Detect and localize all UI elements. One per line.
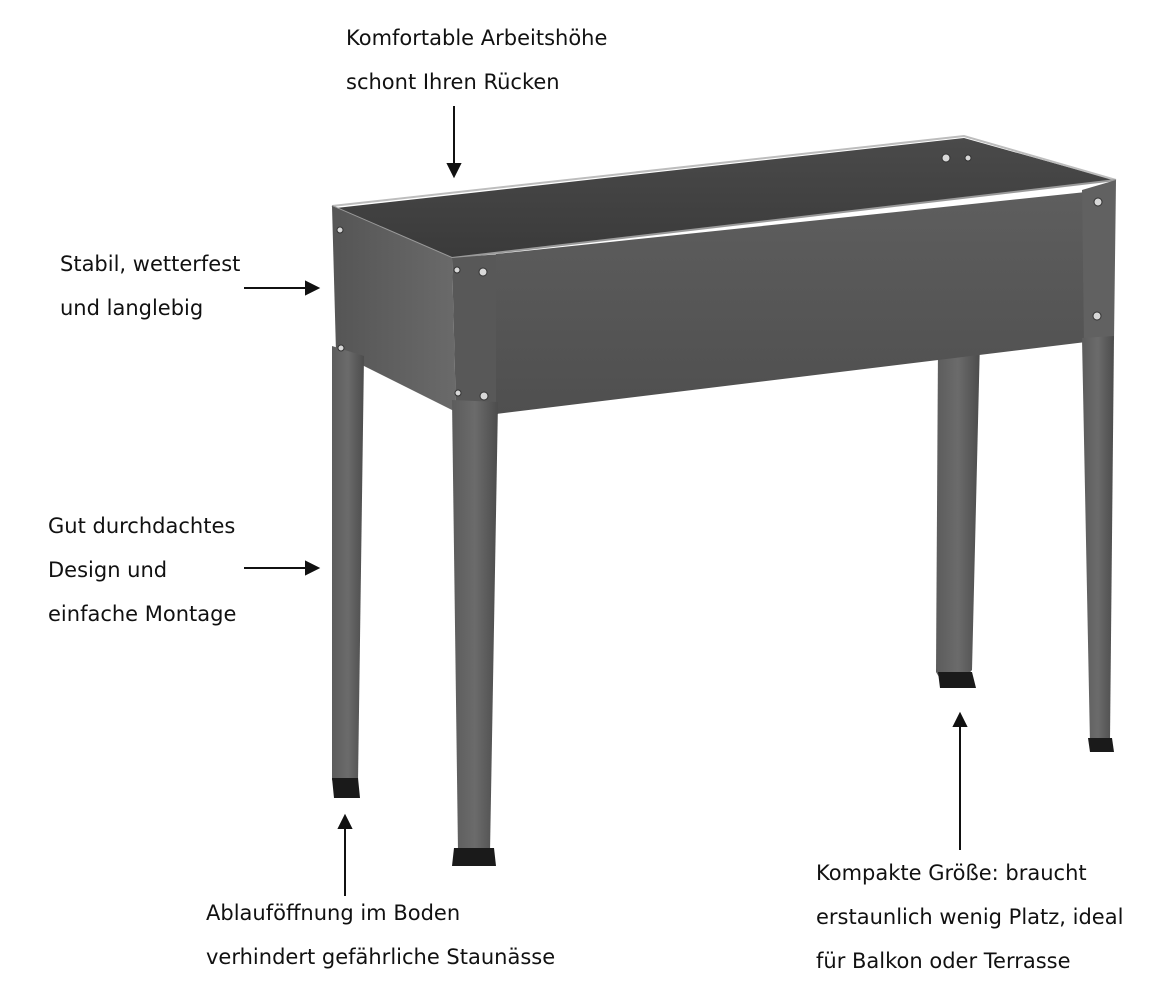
callout-ergonomic-height-line2: schont Ihren Rücken bbox=[346, 70, 560, 94]
callout-arrows bbox=[244, 106, 968, 896]
callout-compact-size-line2: erstaunlich wenig Platz, ideal bbox=[816, 905, 1124, 929]
callout-stable-durable-line1: Stabil, wetterfest bbox=[60, 252, 241, 276]
planter-front-panel bbox=[496, 192, 1086, 414]
callout-compact-size-line1: Kompakte Größe: braucht bbox=[816, 861, 1087, 885]
planter-inner-back-wall bbox=[336, 138, 1114, 258]
callout-design-assembly: Gut durchdachtes Design und einfache Mon… bbox=[48, 504, 236, 636]
callout-compact-size: Kompakte Größe: braucht erstaunlich weni… bbox=[816, 851, 1123, 983]
callout-ergonomic-height: Komfortable Arbeitshöhe schont Ihren Rüc… bbox=[346, 16, 607, 104]
planter-front-corner-post bbox=[452, 254, 500, 414]
planter-right-end-post bbox=[1082, 180, 1116, 344]
front-right-leg bbox=[1082, 336, 1114, 752]
callout-design-assembly-line1: Gut durchdachtes bbox=[48, 514, 236, 538]
back-right-leg bbox=[936, 340, 980, 688]
callout-compact-size-line3: für Balkon oder Terrasse bbox=[816, 949, 1071, 973]
callout-drainage: Ablauföffnung im Boden verhindert gefähr… bbox=[206, 891, 555, 979]
callout-stable-durable-line2: und langlebig bbox=[60, 296, 204, 320]
callout-design-assembly-line3: einfache Montage bbox=[48, 602, 237, 626]
bolt-heads bbox=[336, 153, 1103, 401]
callout-drainage-line2: verhindert gefährliche Staunässe bbox=[206, 945, 556, 969]
front-left-leg bbox=[452, 400, 498, 866]
callout-drainage-line1: Ablauföffnung im Boden bbox=[206, 901, 461, 925]
planter-rim bbox=[331, 134, 1117, 207]
back-left-leg bbox=[332, 346, 364, 798]
callout-ergonomic-height-line1: Komfortable Arbeitshöhe bbox=[346, 26, 608, 50]
callout-stable-durable: Stabil, wetterfest und langlebig bbox=[60, 242, 240, 330]
callout-design-assembly-line2: Design und bbox=[48, 558, 168, 582]
